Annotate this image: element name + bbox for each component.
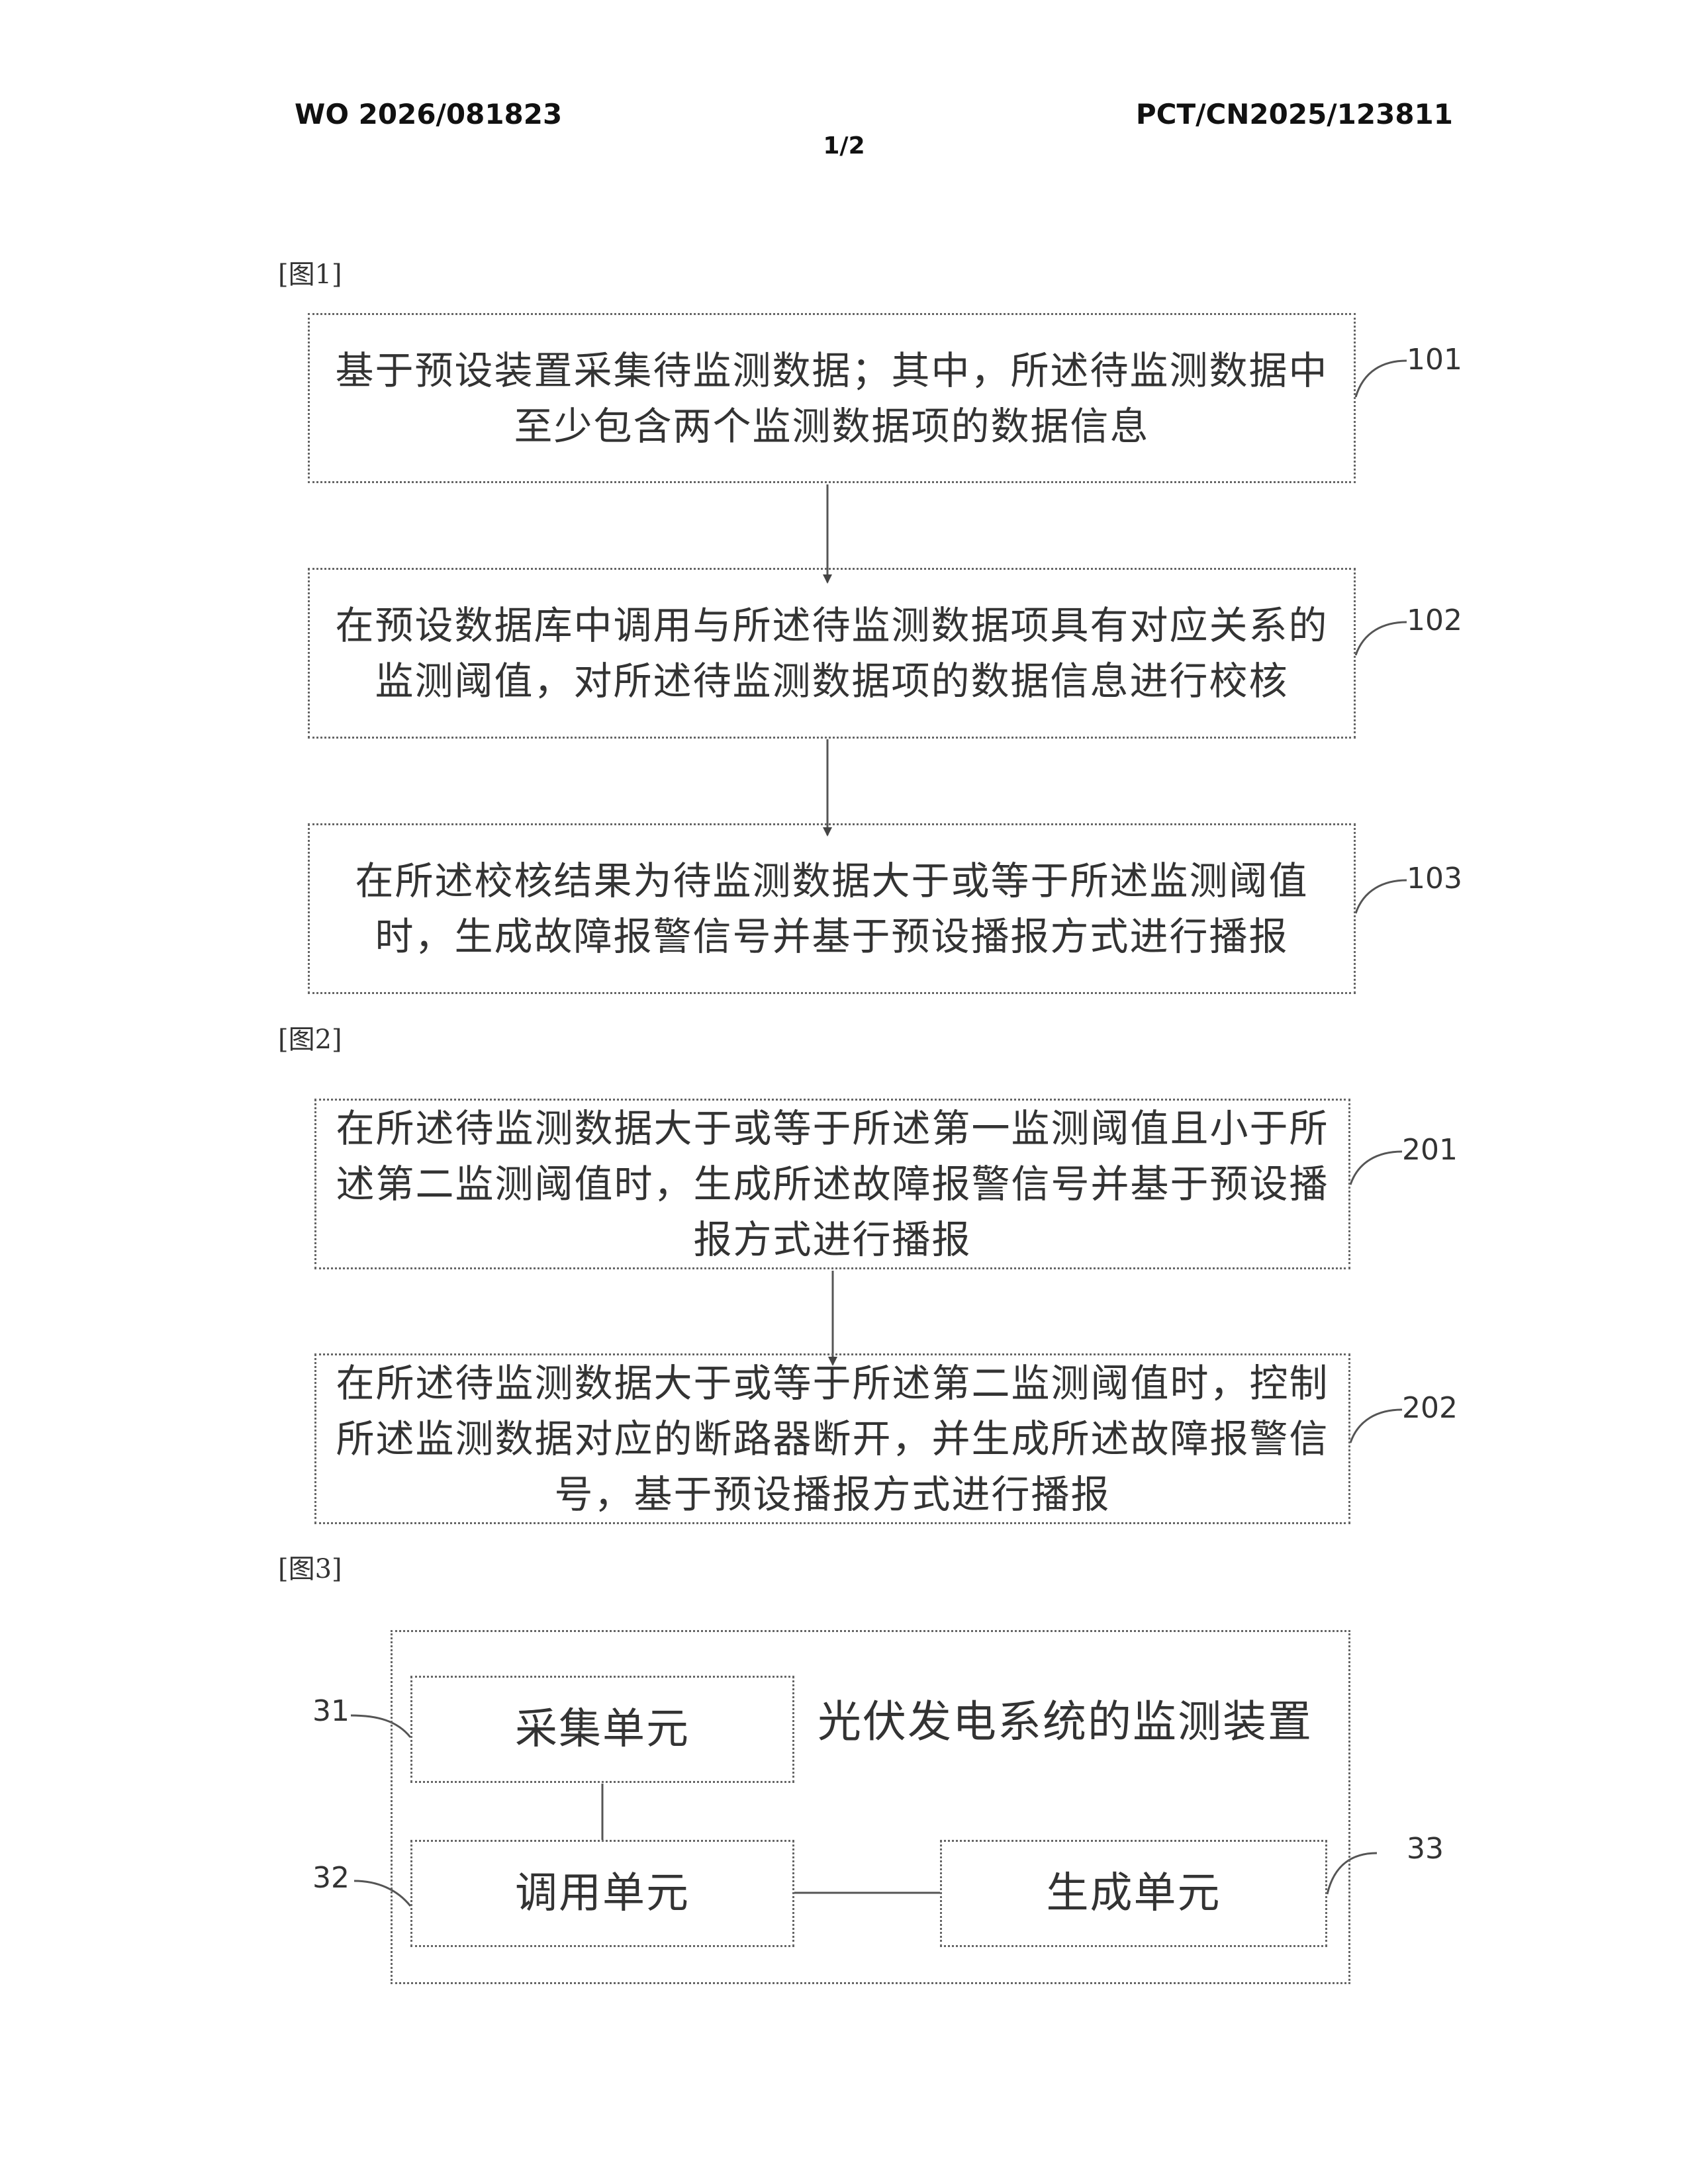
fig1-step-102: 在预设数据库中调用与所述待监测数据项具有对应关系的监测阈值，对所述待监测数据项的… <box>308 568 1356 739</box>
unit-text: 生成单元 <box>1047 1866 1221 1921</box>
ref-202: 202 <box>1402 1391 1458 1425</box>
fig2-label: [图2] <box>278 1018 342 1056</box>
leader-102 <box>1356 622 1407 655</box>
leader-101 <box>1356 361 1407 397</box>
fig3-label: [图3] <box>278 1547 342 1586</box>
unit-text: 采集单元 <box>515 1702 690 1757</box>
ref-103: 103 <box>1407 862 1462 895</box>
step-text: 基于预设装置采集待监测数据；其中，所述待监测数据中至少包含两个监测数据项的数据信… <box>329 343 1335 454</box>
fig2-step-201: 在所述待监测数据大于或等于所述第一监测阈值且小于所述第二监测阈值时，生成所述故障… <box>314 1099 1350 1269</box>
leader-103 <box>1356 880 1407 913</box>
ref-101: 101 <box>1407 343 1462 377</box>
fig1-label: [图1] <box>278 253 342 291</box>
fig1-step-103: 在所述校核结果为待监测数据大于或等于所述监测阈值时，生成故障报警信号并基于预设播… <box>308 823 1356 994</box>
step-text: 在所述待监测数据大于或等于所述第二监测阈值时，控制所述监测数据对应的断路器断开，… <box>336 1355 1329 1522</box>
step-text: 在所述校核结果为待监测数据大于或等于所述监测阈值时，生成故障报警信号并基于预设播… <box>329 853 1335 964</box>
ref-33: 33 <box>1407 1832 1444 1866</box>
fig2-step-202: 在所述待监测数据大于或等于所述第二监测阈值时，控制所述监测数据对应的断路器断开，… <box>314 1353 1350 1524</box>
fig1-step-101: 基于预设装置采集待监测数据；其中，所述待监测数据中至少包含两个监测数据项的数据信… <box>308 313 1356 483</box>
unit-31-collect: 采集单元 <box>410 1676 794 1783</box>
ref-31: 31 <box>312 1694 350 1728</box>
step-text: 在所述待监测数据大于或等于所述第一监测阈值且小于所述第二监测阈值时，生成所述故障… <box>336 1101 1329 1267</box>
unit-32-call: 调用单元 <box>410 1840 794 1947</box>
leader-201 <box>1350 1152 1402 1185</box>
leader-202 <box>1350 1410 1402 1443</box>
unit-33-generate: 生成单元 <box>940 1840 1327 1947</box>
unit-text: 调用单元 <box>515 1866 690 1921</box>
device-title: 光伏发电系统的监测装置 <box>818 1686 1313 1750</box>
ref-102: 102 <box>1407 604 1462 637</box>
ref-201: 201 <box>1402 1133 1458 1167</box>
ref-32: 32 <box>312 1861 350 1895</box>
step-text: 在预设数据库中调用与所述待监测数据项具有对应关系的监测阈值，对所述待监测数据项的… <box>329 598 1335 709</box>
